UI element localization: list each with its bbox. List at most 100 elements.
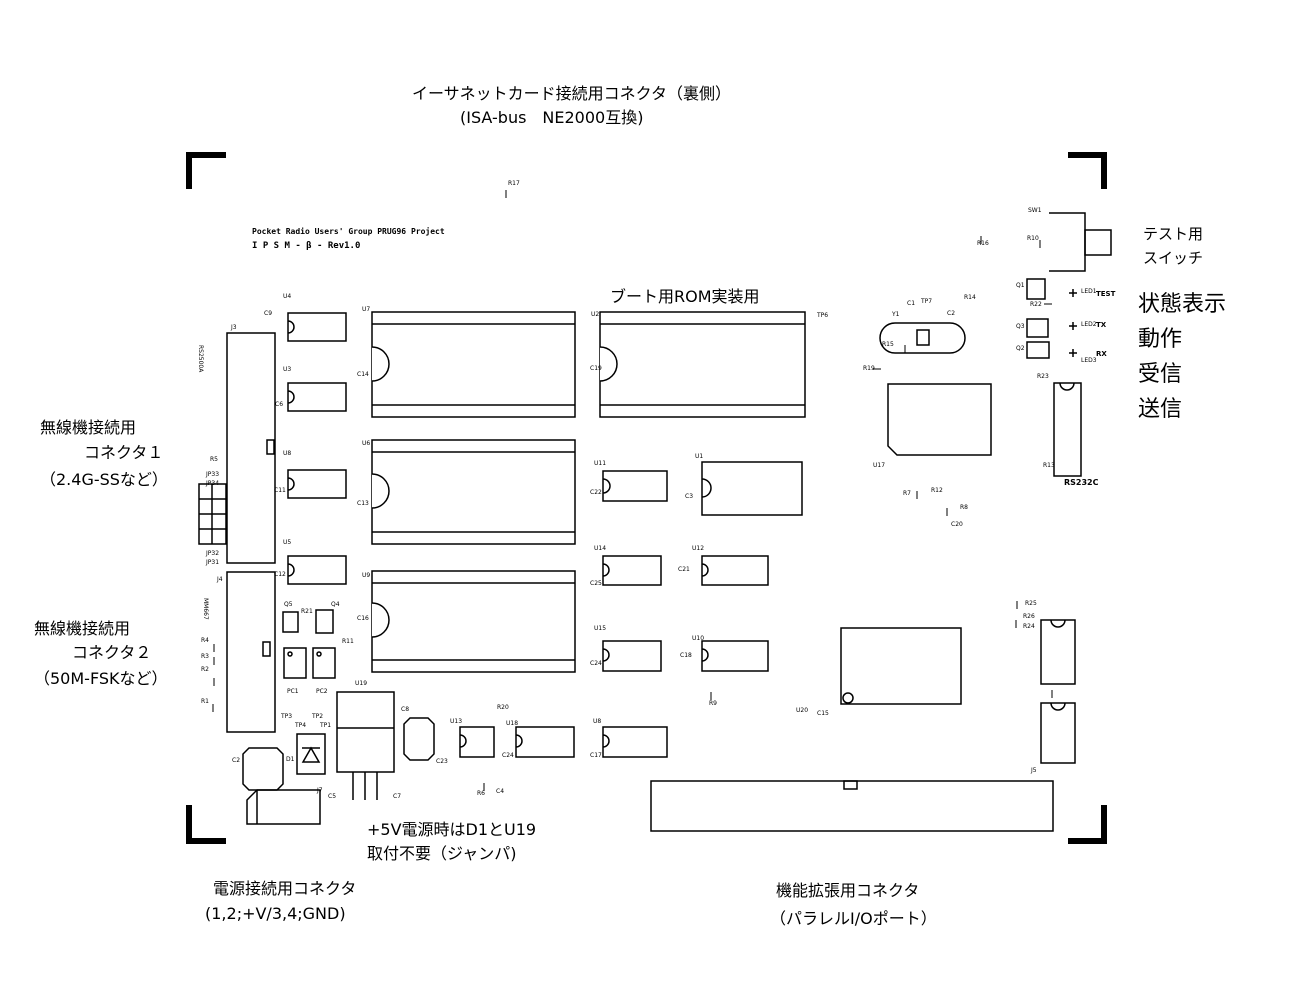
ethernet-connector-subcaption: (ISA-bus NE2000互換) bbox=[460, 108, 644, 127]
label-c21: C21 bbox=[678, 566, 690, 573]
label-r6: R6 bbox=[477, 790, 485, 797]
label-j7: J7 bbox=[317, 787, 323, 794]
resistor-ticks bbox=[212, 190, 1053, 791]
radio-connector-1-note: （2.4G-SSなど） bbox=[40, 470, 168, 489]
label-c15: C15 bbox=[817, 710, 829, 717]
label-u1: U1 bbox=[695, 453, 704, 460]
label-tp3: TP3 bbox=[281, 713, 293, 720]
status-receive: 受信 bbox=[1138, 362, 1183, 387]
small-parts bbox=[242, 609, 435, 825]
label-u11: U11 bbox=[594, 460, 607, 467]
label-c22: C22 bbox=[590, 489, 602, 496]
large-chips bbox=[371, 311, 806, 673]
j5-chips bbox=[1040, 619, 1076, 764]
label-sw1: SW1 bbox=[1028, 207, 1042, 214]
label-j5: J5 bbox=[1031, 767, 1037, 774]
label-u2: U2 bbox=[591, 311, 600, 318]
label-c13: C13 bbox=[357, 500, 369, 507]
crystal-y1 bbox=[879, 322, 966, 354]
label-c17: C17 bbox=[590, 752, 602, 759]
middle-chips bbox=[459, 461, 803, 758]
label-c14: C14 bbox=[357, 371, 369, 378]
label-r7: R7 bbox=[903, 490, 911, 497]
label-q5: Q5 bbox=[284, 601, 293, 608]
label-jp31: JP31 bbox=[206, 559, 220, 566]
label-c20: C20 bbox=[951, 521, 963, 528]
label-jp34: JP34 bbox=[206, 480, 220, 487]
label-c25: C25 bbox=[590, 580, 602, 587]
label-u5: U5 bbox=[283, 539, 292, 546]
label-jp32: JP32 bbox=[206, 550, 220, 557]
label-q2: Q2 bbox=[1016, 345, 1025, 352]
label-u18: U18 bbox=[506, 720, 519, 727]
label-r13: R13 bbox=[1043, 462, 1055, 469]
label-c1: C1 bbox=[907, 300, 916, 307]
label-u17: U17 bbox=[873, 462, 886, 469]
label-c19: C19 bbox=[590, 365, 602, 372]
label-u10: U10 bbox=[692, 635, 705, 642]
label-u13: U13 bbox=[450, 718, 463, 725]
label-u9: U9 bbox=[362, 572, 371, 579]
label-r24: R24 bbox=[1023, 623, 1035, 630]
power-note-line2: 取付不要（ジャンパ) bbox=[367, 844, 517, 863]
expansion-connector-note: （パラレルI/Oポート） bbox=[770, 909, 937, 928]
label-r21: R21 bbox=[301, 608, 313, 615]
label-c6: C6 bbox=[275, 401, 284, 408]
label-pc1: PC1 bbox=[287, 688, 299, 695]
label-led2: LED2 bbox=[1081, 321, 1097, 328]
u17-chip bbox=[887, 383, 992, 456]
corner-marks bbox=[186, 152, 1107, 844]
label-tp4: TP4 bbox=[295, 722, 307, 729]
label-c8: C8 bbox=[401, 706, 410, 713]
label-jp33: JP33 bbox=[206, 471, 220, 478]
label-q1: Q1 bbox=[1016, 282, 1025, 289]
label-r12: R12 bbox=[931, 487, 943, 494]
label-y1: Y1 bbox=[892, 311, 900, 318]
label-r8: R8 bbox=[960, 504, 968, 511]
label-rs2500a: RS2500A bbox=[197, 345, 204, 373]
label-r15: R15 bbox=[882, 341, 894, 348]
label-q3: Q3 bbox=[1016, 323, 1025, 330]
label-r14: R14 bbox=[964, 294, 976, 301]
label-r20: R20 bbox=[497, 704, 509, 711]
label-c2: C2 bbox=[232, 757, 241, 764]
label-r5: R5 bbox=[210, 456, 218, 463]
u20-chip bbox=[840, 627, 962, 705]
label-rx: RX bbox=[1096, 350, 1107, 358]
label-j4: J4 bbox=[217, 576, 223, 583]
label-c12: C12 bbox=[274, 571, 286, 578]
label-u8: U8 bbox=[283, 450, 292, 457]
label-d1: D1 bbox=[286, 756, 295, 763]
led-area bbox=[1026, 278, 1077, 359]
label-c4-b: C24 bbox=[502, 752, 514, 759]
label-c9: C9 bbox=[264, 310, 273, 317]
label-u19: U19 bbox=[355, 680, 368, 687]
project-revision: I P S M - β - Rev1.0 bbox=[252, 241, 361, 251]
label-c4: C4 bbox=[496, 788, 505, 795]
label-c2b: C2 bbox=[947, 310, 956, 317]
status-display-title: 状態表示 bbox=[1138, 292, 1227, 317]
label-u6: U6 bbox=[362, 440, 371, 447]
label-mm667: MM667 bbox=[202, 598, 209, 620]
label-q4: Q4 bbox=[331, 601, 340, 608]
label-r9: R9 bbox=[709, 700, 717, 707]
radio-connector-1-name: コネクタ１ bbox=[84, 443, 164, 462]
label-r10: R10 bbox=[1027, 235, 1039, 242]
status-transmit: 送信 bbox=[1138, 397, 1183, 422]
radio-connector-2-caption: 無線機接続用 bbox=[34, 619, 131, 638]
radio-connector-1-caption: 無線機接続用 bbox=[40, 418, 137, 437]
boot-rom-caption: ブート用ROM実装用 bbox=[610, 287, 760, 306]
label-u15: U15 bbox=[594, 625, 607, 632]
label-u3: U3 bbox=[283, 366, 292, 373]
label-j3: J3 bbox=[231, 324, 237, 331]
label-u14: U14 bbox=[594, 545, 607, 552]
label-u12: U12 bbox=[692, 545, 705, 552]
j4-connector bbox=[226, 571, 276, 733]
label-tp6: TP6 bbox=[817, 312, 829, 319]
label-led3: LED3 bbox=[1081, 357, 1097, 364]
label-c24: C24 bbox=[590, 660, 602, 667]
label-r4: R4 bbox=[201, 637, 209, 644]
radio-connector-2-name: コネクタ２ bbox=[72, 643, 152, 662]
status-run: 動作 bbox=[1138, 327, 1183, 352]
project-title: Pocket Radio Users' Group PRUG96 Project bbox=[252, 227, 445, 236]
